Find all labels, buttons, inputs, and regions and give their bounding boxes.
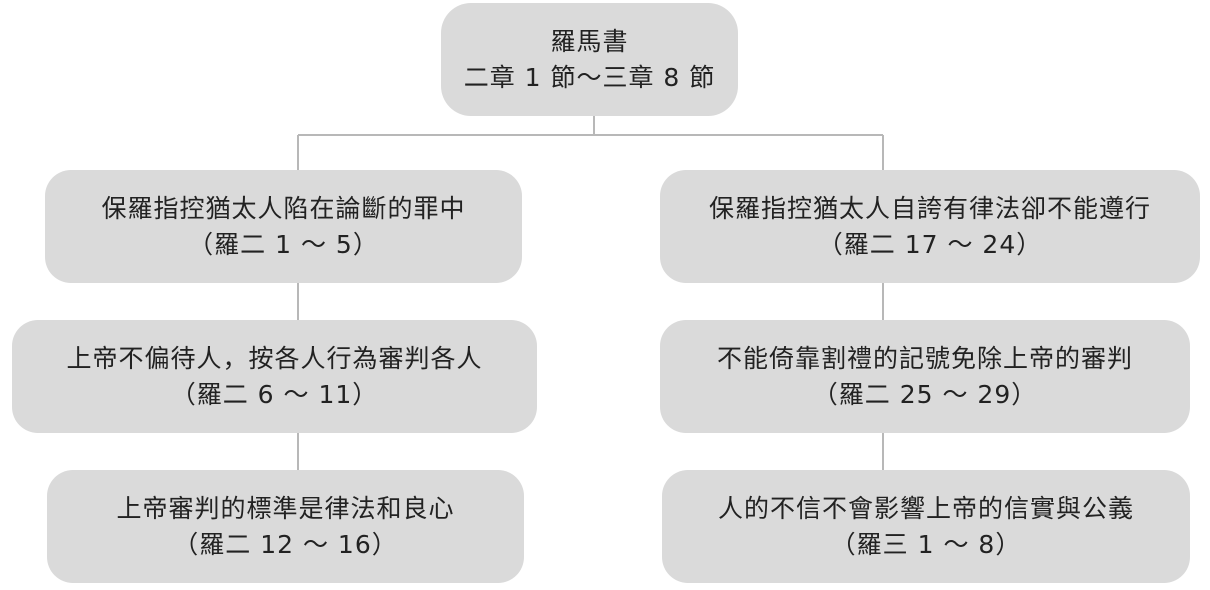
right-node-1: 保羅指控猶太人自誇有律法卻不能遵行 （羅二 17 ～ 24） [660, 170, 1200, 283]
root-node: 羅馬書 二章 1 節～三章 8 節 [441, 3, 738, 116]
left-node-1-ref: （羅二 1 ～ 5） [188, 229, 379, 259]
left-node-2-ref: （羅二 6 ～ 11） [170, 379, 379, 409]
root-title: 羅馬書 [550, 26, 629, 56]
right-node-2: 不能倚靠割禮的記號免除上帝的審判 （羅二 25 ～ 29） [660, 320, 1190, 433]
left-node-1: 保羅指控猶太人陷在論斷的罪中 （羅二 1 ～ 5） [45, 170, 522, 283]
right-node-1-text: 保羅指控猶太人自誇有律法卻不能遵行 [708, 193, 1151, 223]
right-node-3-text: 人的不信不會影響上帝的信實與公義 [717, 493, 1134, 523]
left-node-3: 上帝審判的標準是律法和良心 （羅二 12 ～ 16） [47, 470, 524, 583]
left-node-2: 上帝不偏待人，按各人行為審判各人 （羅二 6 ～ 11） [12, 320, 537, 433]
right-node-1-ref: （羅二 17 ～ 24） [817, 229, 1043, 259]
left-node-3-ref: （羅二 12 ～ 16） [173, 529, 398, 559]
left-node-3-text: 上帝審判的標準是律法和良心 [116, 493, 455, 523]
right-node-2-text: 不能倚靠割禮的記號免除上帝的審判 [716, 343, 1133, 373]
right-node-2-ref: （羅二 25 ～ 29） [812, 379, 1038, 409]
right-node-3-ref: （羅三 1 ～ 8） [830, 529, 1022, 559]
left-node-2-text: 上帝不偏待人，按各人行為審判各人 [66, 343, 483, 373]
right-node-3: 人的不信不會影響上帝的信實與公義 （羅三 1 ～ 8） [662, 470, 1190, 583]
root-range: 二章 1 節～三章 8 節 [463, 62, 716, 92]
left-node-1-text: 保羅指控猶太人陷在論斷的罪中 [101, 193, 466, 223]
